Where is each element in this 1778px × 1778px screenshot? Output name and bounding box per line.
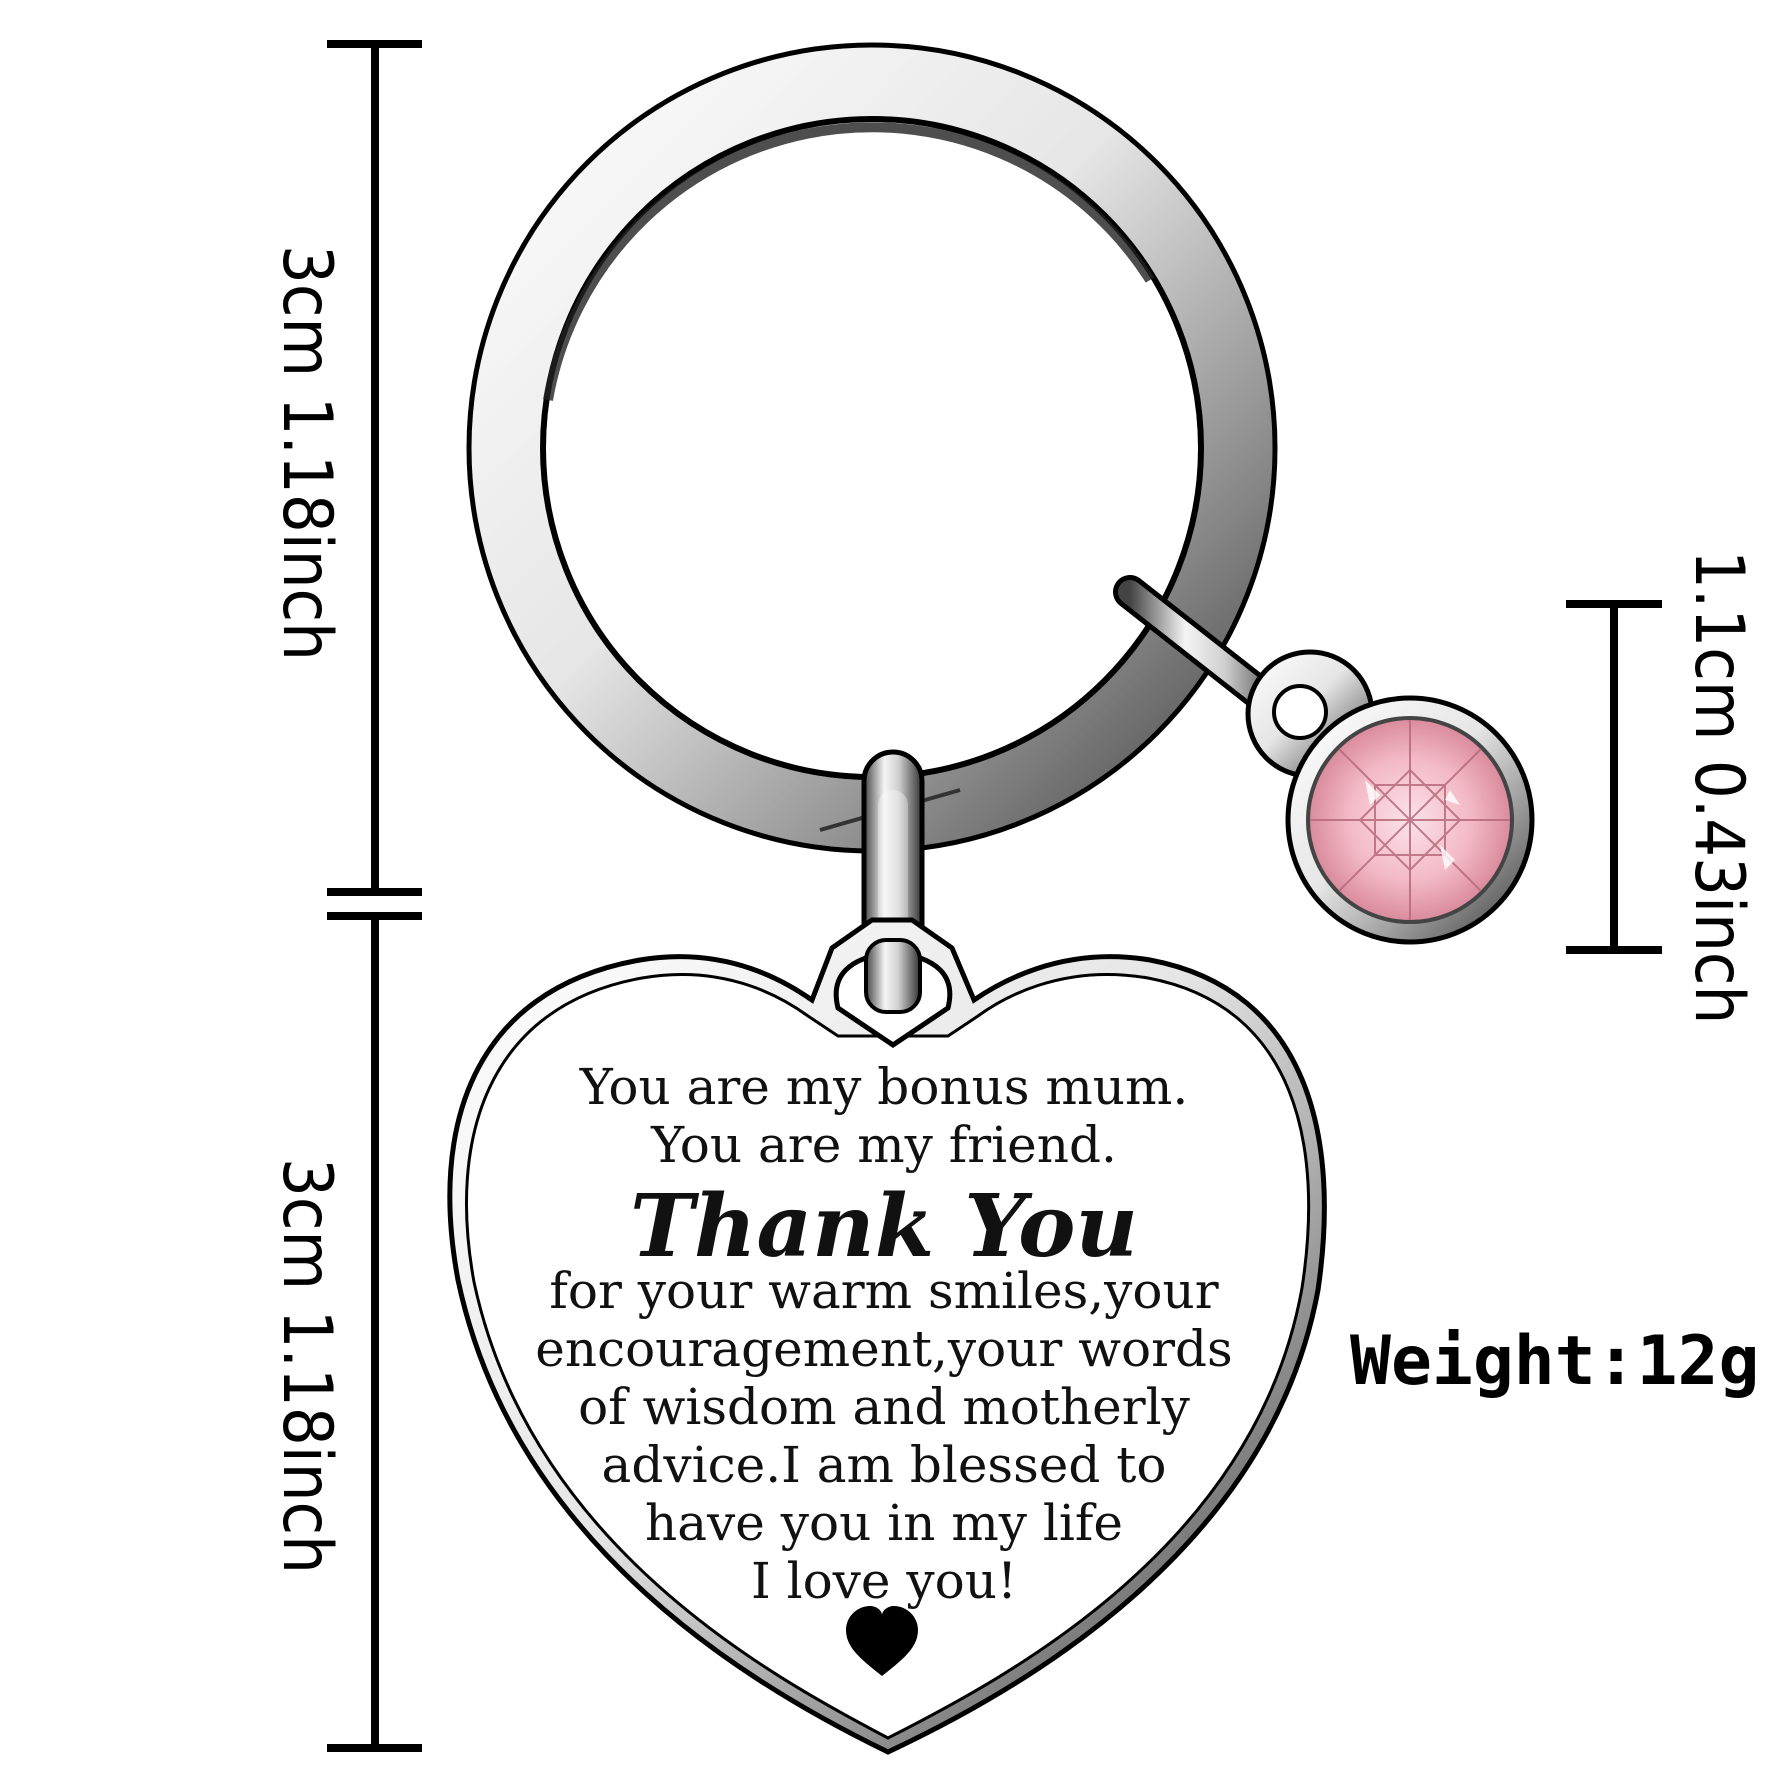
engraving-line-6: advice.I am blessed to xyxy=(602,1436,1167,1494)
engraving-line-2: You are my friend. xyxy=(650,1116,1117,1174)
pendant-dimension-marker xyxy=(327,912,422,1752)
charm-diameter-label: 1.1cm 0.43inch xyxy=(1679,550,1758,1024)
engraving-headline: Thank You xyxy=(630,1176,1138,1277)
pendant-jump-ring-front xyxy=(864,938,922,1014)
engraving-line-5: of wisdom and motherly xyxy=(578,1378,1191,1436)
charm-dimension-marker xyxy=(1566,600,1662,954)
engraving-line-3: for your warm smiles,your xyxy=(549,1262,1218,1320)
birthstone-charm xyxy=(1285,695,1535,945)
engraving-line-1: You are my bonus mum. xyxy=(579,1058,1189,1116)
engraving-line-7: have you in my life xyxy=(645,1494,1123,1552)
heart-pendant xyxy=(447,917,1327,1755)
key-ring xyxy=(466,42,1278,854)
ring-dimension-marker xyxy=(327,40,422,896)
pendant-height-label: 3cm 1.18inch xyxy=(267,1158,346,1574)
engraving-line-4: encouragement,your words xyxy=(535,1320,1232,1378)
engraving-text: You are my bonus mum. You are my friend.… xyxy=(535,1058,1232,1610)
weight-label: Weight:12g xyxy=(1350,1322,1759,1401)
engraving-line-8: I love you! xyxy=(751,1552,1017,1610)
heart-icon xyxy=(846,1606,918,1676)
ring-height-label: 3cm 1.18inch xyxy=(267,245,346,661)
